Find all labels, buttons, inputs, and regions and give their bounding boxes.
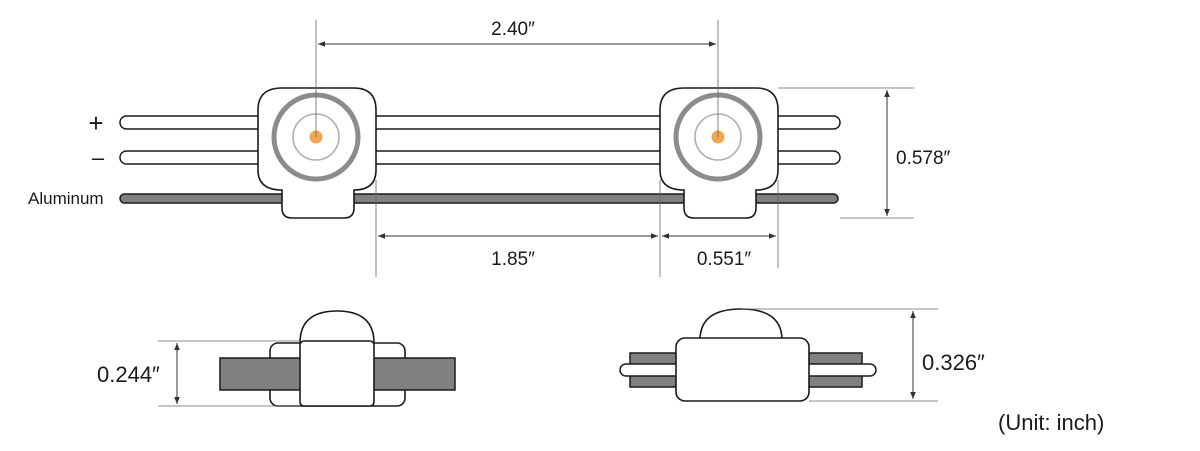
plus-label: + — [88, 108, 103, 138]
side-housing-core — [299, 340, 375, 407]
unit-note: (Unit: inch) — [998, 410, 1104, 435]
side-height-label: 0.244″ — [97, 362, 160, 387]
module-height-label: 0.578″ — [896, 148, 951, 169]
led-module-left — [257, 87, 377, 219]
top-view: 2.40″ 1.85″ 0.551″ 0.578″ + – Aluminum — [28, 19, 951, 277]
end-view: 0.326″ — [619, 308, 985, 402]
gap-label: 1.85″ — [491, 249, 535, 270]
module-width-label: 0.551″ — [697, 249, 752, 270]
end-lens-dome — [699, 308, 783, 341]
pitch-label: 2.40″ — [491, 19, 535, 40]
minus-label: – — [92, 145, 105, 170]
side-view: 0.244″ — [97, 310, 456, 407]
end-height-label: 0.326″ — [922, 350, 985, 375]
aluminum-label: Aluminum — [28, 189, 104, 208]
end-housing — [675, 337, 810, 402]
side-lens-dome — [299, 310, 375, 344]
